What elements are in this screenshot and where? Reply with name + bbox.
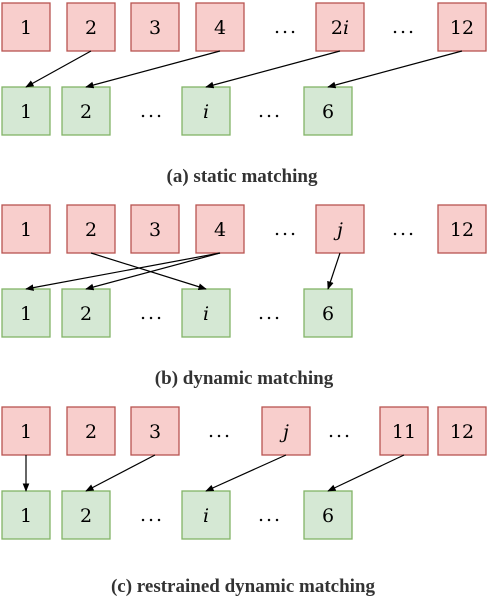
source-box (130, 2, 180, 52)
target-box-label: 6 (322, 505, 334, 527)
matching-arrow (205, 454, 287, 492)
source-box-label: 12 (450, 219, 474, 241)
matching-arrow (25, 50, 92, 88)
matching-arrow (327, 50, 463, 89)
matching-arrow (25, 252, 221, 291)
source-box (437, 406, 487, 456)
source-box-label: 3 (149, 219, 161, 241)
source-box-label: 3 (149, 421, 161, 443)
matching-arrow (205, 50, 341, 89)
source-box-label: 1 (20, 219, 32, 241)
target-box-label: i (203, 505, 209, 527)
source-box-label: 2 (85, 17, 97, 39)
panel-caption: (a) static matching (167, 166, 318, 187)
ellipsis: ... (258, 504, 282, 526)
target-box (181, 288, 231, 338)
ellipsis: ... (392, 16, 416, 38)
source-box (195, 2, 245, 52)
source-box-label: 2 (85, 421, 97, 443)
source-box-label: 12 (450, 421, 474, 443)
matching-arrow (327, 252, 341, 290)
matching-arrow (85, 252, 221, 291)
matching-arrow (90, 252, 207, 290)
source-box (130, 204, 180, 254)
target-box (61, 288, 111, 338)
source-box (66, 204, 116, 254)
panel-caption: (b) dynamic matching (155, 368, 334, 389)
source-box-label: 4 (214, 219, 226, 241)
ellipsis: ... (392, 218, 416, 240)
source-box-label: j (333, 219, 343, 241)
ellipsis: ... (274, 218, 298, 240)
target-box-label: 2 (80, 505, 92, 527)
target-box-label: 2 (80, 101, 92, 123)
target-box (303, 86, 353, 136)
source-box (66, 406, 116, 456)
source-box-label: 1 (20, 17, 32, 39)
source-box (1, 204, 51, 254)
ellipsis: ... (274, 16, 298, 38)
ellipsis: ... (258, 302, 282, 324)
source-box-label: 11 (392, 421, 416, 443)
source-box-label: 4 (214, 17, 226, 39)
source-box-label: 12 (450, 17, 474, 39)
target-box (303, 490, 353, 540)
target-box (181, 86, 231, 136)
matching-arrow (85, 454, 156, 492)
target-box-label: 6 (322, 101, 334, 123)
source-box (1, 2, 51, 52)
ellipsis: ... (328, 420, 352, 442)
matching-arrow (85, 50, 221, 89)
target-box (61, 86, 111, 136)
ellipsis: ... (140, 504, 164, 526)
source-box-label: 2 (85, 219, 97, 241)
source-box-label: 2i (331, 17, 349, 39)
source-box (261, 406, 311, 456)
target-box-label: 1 (20, 505, 32, 527)
source-box-label: j (279, 421, 289, 443)
ellipsis: ... (140, 302, 164, 324)
source-box (379, 406, 429, 456)
target-box-label: 1 (20, 303, 32, 325)
ellipsis: ... (208, 420, 232, 442)
target-box (1, 288, 51, 338)
target-box-label: 6 (322, 303, 334, 325)
source-box (130, 406, 180, 456)
source-box-label: 1 (20, 421, 32, 443)
target-box (1, 490, 51, 540)
target-box (1, 86, 51, 136)
matching-arrow (327, 454, 405, 492)
ellipsis: ... (140, 100, 164, 122)
target-box-label: 2 (80, 303, 92, 325)
source-box (437, 204, 487, 254)
target-box-label: 1 (20, 101, 32, 123)
source-box (195, 204, 245, 254)
target-box (303, 288, 353, 338)
source-box-label: 3 (149, 17, 161, 39)
source-box (437, 2, 487, 52)
target-box-label: i (203, 303, 209, 325)
target-box-label: i (203, 101, 209, 123)
ellipsis: ... (258, 100, 282, 122)
panel-caption: (c) restrained dynamic matching (111, 576, 376, 597)
source-box (66, 2, 116, 52)
